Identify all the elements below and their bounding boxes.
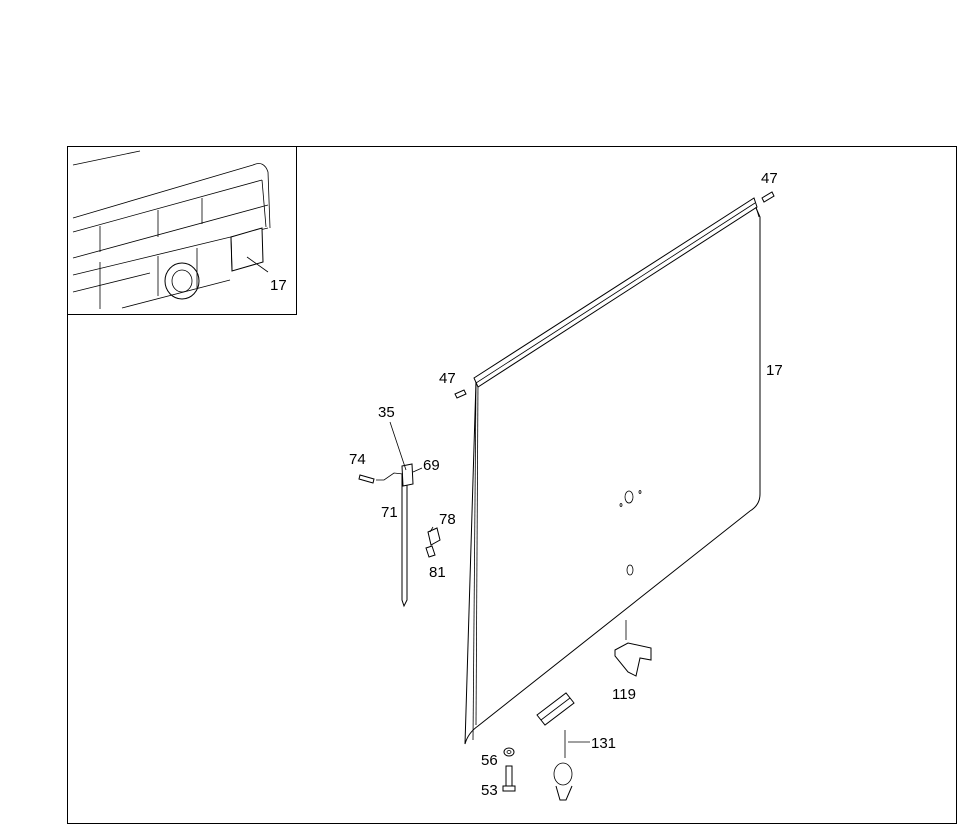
inset-wheel — [164, 262, 200, 300]
callout-74: 74 — [349, 451, 366, 468]
callout-71: 71 — [381, 504, 398, 521]
callout-47-left: 47 — [439, 370, 456, 387]
hinge-pin-47-top: 47 — [761, 170, 778, 203]
flap-panel-17 — [464, 197, 761, 745]
clip-78-screw-81: 78 81 — [425, 511, 456, 581]
panel-hole-lower — [626, 564, 634, 576]
panel-hole-upper — [624, 490, 634, 504]
inset-callout-17: 17 — [270, 277, 287, 294]
callout-81: 81 — [429, 564, 446, 581]
callout-17: 17 — [766, 362, 783, 379]
support-rod-assembly: 35 74 69 71 — [349, 404, 440, 608]
callout-35: 35 — [378, 404, 395, 421]
callout-56: 56 — [481, 752, 498, 769]
callout-47-top: 47 — [761, 170, 778, 187]
callout-131: 131 — [591, 735, 616, 752]
inset-frame — [67, 146, 297, 315]
callout-69: 69 — [423, 457, 440, 474]
callout-53: 53 — [481, 782, 498, 799]
washer-56-bolt-53: 56 53 — [481, 747, 516, 799]
bracket-119: 119 — [612, 620, 652, 703]
callout-119: 119 — [612, 686, 636, 703]
inset-vehicle-view: 17 — [67, 146, 297, 315]
hinge-pin-47-left: 47 — [439, 370, 467, 399]
handle-131: 131 — [536, 692, 616, 801]
callout-78: 78 — [439, 511, 456, 528]
